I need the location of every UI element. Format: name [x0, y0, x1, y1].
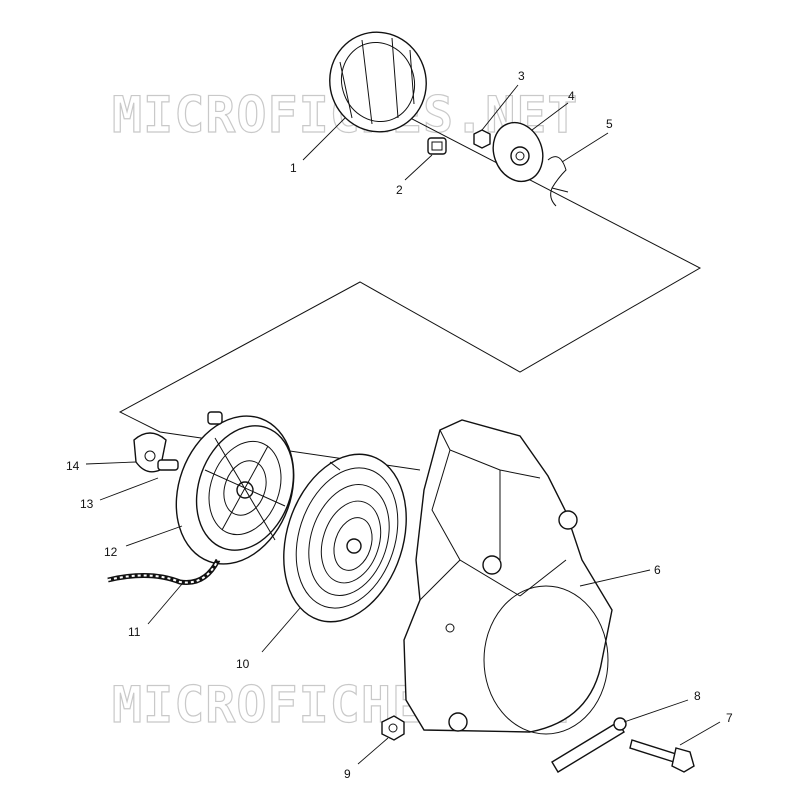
callout-6: 6	[654, 563, 661, 577]
callout-9: 9	[344, 767, 351, 781]
part-2-nut	[427, 137, 447, 155]
callout-10: 10	[236, 657, 250, 671]
callout-2: 2	[396, 183, 403, 197]
part-6-starter-housing	[403, 419, 613, 735]
callout-14: 14	[66, 459, 80, 473]
callout-3: 3	[518, 69, 525, 83]
callout-4: 4	[568, 89, 575, 103]
part-9-nut	[381, 715, 405, 741]
part-3-nut	[473, 129, 491, 149]
callout-1: 1	[290, 161, 297, 175]
callouts: 1 2 3 4 5 6 7 8 9 10 11 12 13 14	[66, 69, 733, 781]
part-11-starter-rope	[107, 558, 221, 586]
callout-11: 11	[128, 625, 141, 639]
part-4-plate	[492, 121, 544, 183]
part-8-handle	[551, 717, 627, 773]
part-10-recoil-spring	[283, 453, 407, 623]
part-5-clip	[547, 156, 569, 207]
part-7-bolt	[629, 739, 695, 773]
callout-12: 12	[104, 545, 118, 559]
assembly-guide-line	[118, 91, 702, 471]
part-1-starter-cup	[329, 31, 427, 133]
callout-13: 13	[80, 497, 94, 511]
part-13-pin	[157, 459, 179, 471]
leader-lines	[85, 84, 721, 765]
part-12-rope-reel	[175, 411, 295, 565]
callout-8: 8	[694, 689, 701, 703]
callout-5: 5	[606, 117, 613, 131]
callout-7: 7	[726, 711, 733, 725]
